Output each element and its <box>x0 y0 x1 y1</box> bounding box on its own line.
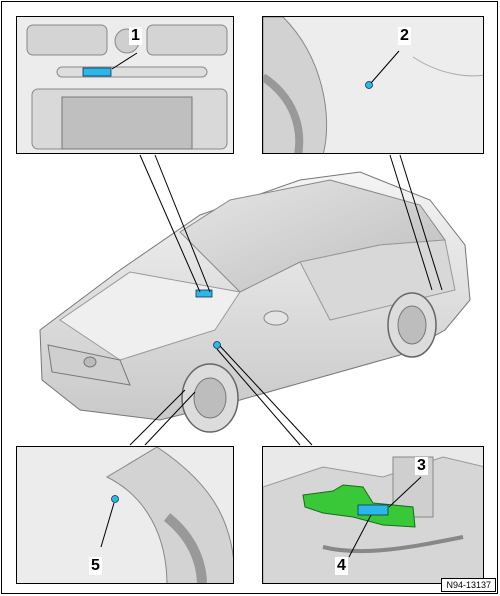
front-sensor <box>111 495 119 503</box>
callout-5: 5 <box>89 557 102 575</box>
inset-control-unit: 3 4 <box>262 446 484 584</box>
dashboard-sensor <box>82 67 112 77</box>
wheelarch-sensor-highlight <box>213 341 221 349</box>
control-unit-module <box>357 504 389 516</box>
callout-3: 3 <box>415 457 428 475</box>
callout-1: 1 <box>129 27 142 45</box>
inset-front-wheelarch: 5 <box>16 446 234 584</box>
rear-sensor <box>365 81 373 89</box>
callout-2: 2 <box>398 27 411 45</box>
inset-dashboard: 1 <box>16 16 234 154</box>
dashboard-sensor-highlight <box>195 289 213 298</box>
inset-rear-wheelarch: 2 <box>262 16 484 154</box>
figure-reference: N94-13137 <box>441 578 496 592</box>
callout-4: 4 <box>335 557 348 575</box>
